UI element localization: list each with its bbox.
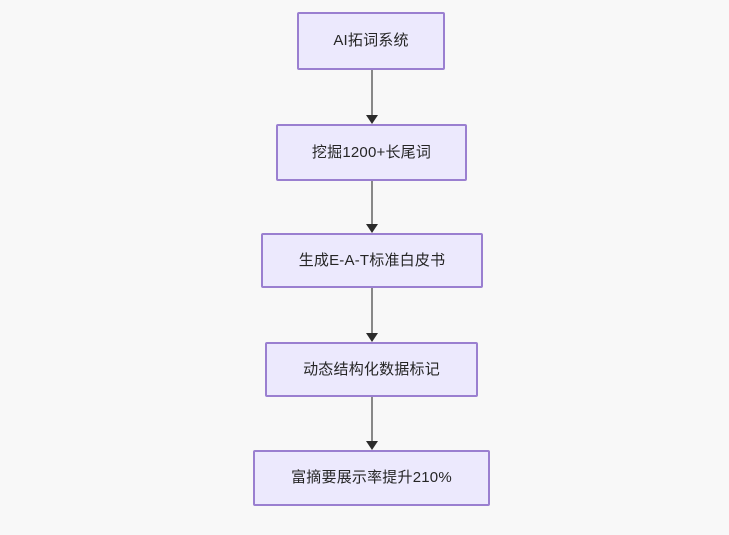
arrowhead-icon [366, 441, 378, 450]
arrowhead-icon [366, 224, 378, 233]
arrowhead-icon [366, 333, 378, 342]
connector-line [371, 288, 373, 334]
connector-line [371, 70, 373, 116]
connector-line [371, 181, 373, 225]
flow-node-mine-longtail-keywords[interactable]: 挖掘1200+长尾词 [276, 124, 467, 181]
flow-node-dynamic-structured-data-markup[interactable]: 动态结构化数据标记 [265, 342, 478, 397]
connector-line [371, 397, 373, 442]
arrowhead-icon [366, 115, 378, 124]
flow-node-rich-snippet-impression-lift[interactable]: 富摘要展示率提升210% [253, 450, 490, 506]
flow-node-generate-eat-whitepaper[interactable]: 生成E-A-T标准白皮书 [261, 233, 483, 288]
flow-node-ai-keyword-system[interactable]: AI拓词系统 [297, 12, 445, 70]
